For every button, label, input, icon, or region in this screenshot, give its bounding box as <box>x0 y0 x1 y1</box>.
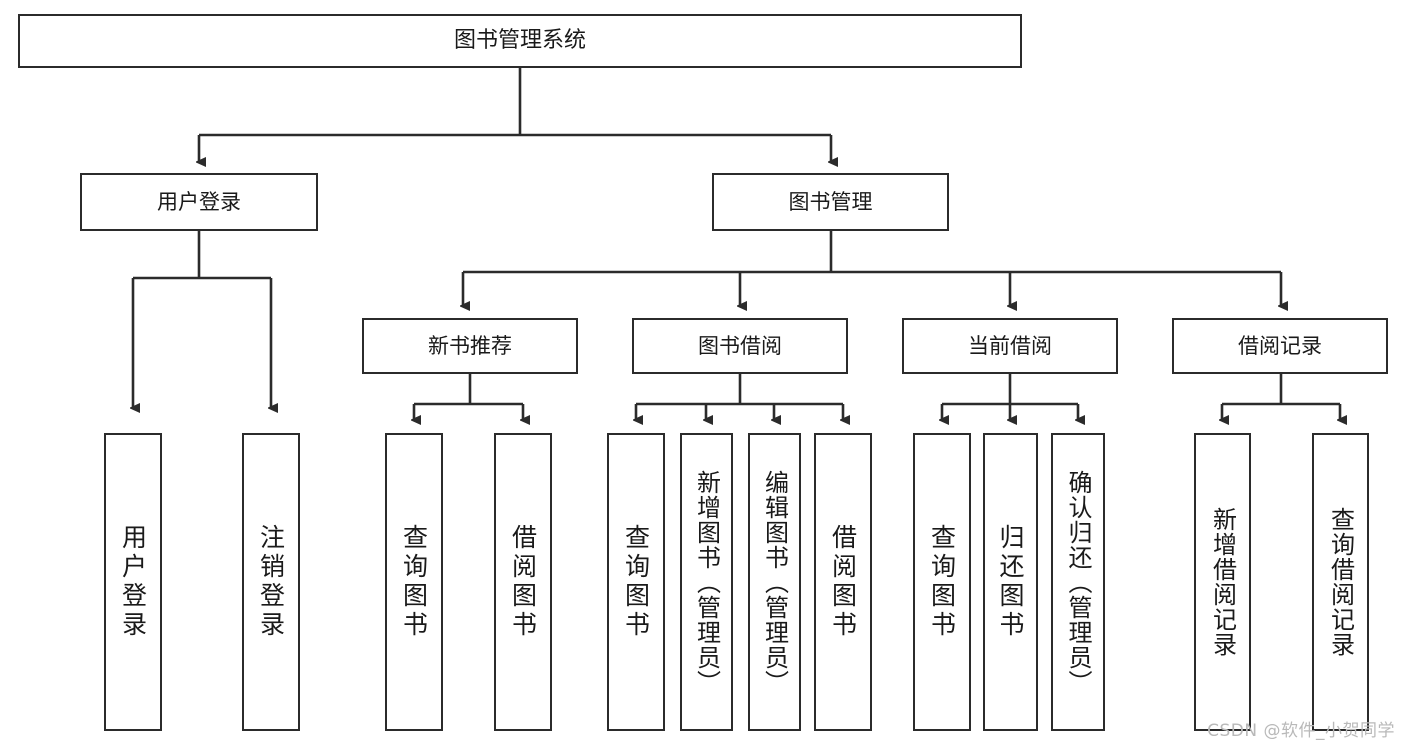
node-leaf-query-book-1-label: 查询图书 <box>399 524 429 640</box>
node-book-manage[interactable]: 图书管理 <box>712 173 949 231</box>
node-leaf-add-book[interactable]: 新增图书（管理员） <box>680 433 733 731</box>
node-leaf-add-book-label: 新增图书（管理员） <box>692 469 721 695</box>
node-leaf-query-book-3-label: 查询图书 <box>927 524 957 640</box>
node-leaf-query-book-2-label: 查询图书 <box>621 524 651 640</box>
node-borrow-record-label: 借阅记录 <box>1238 333 1322 358</box>
csdn-watermark: CSDN @软件_小贺同学 <box>1207 721 1395 741</box>
node-new-book-recommend[interactable]: 新书推荐 <box>362 318 578 374</box>
node-leaf-borrow-book-2[interactable]: 借阅图书 <box>814 433 872 731</box>
node-leaf-return-book[interactable]: 归还图书 <box>983 433 1038 731</box>
node-leaf-edit-book[interactable]: 编辑图书（管理员） <box>748 433 801 731</box>
node-root-label: 图书管理系统 <box>453 28 586 54</box>
node-leaf-user-login[interactable]: 用户登录 <box>104 433 162 731</box>
node-book-borrow[interactable]: 图书借阅 <box>632 318 848 374</box>
node-leaf-return-book-label: 归还图书 <box>996 524 1025 640</box>
node-leaf-logout[interactable]: 注销登录 <box>242 433 300 731</box>
node-user-login-label: 用户登录 <box>157 189 241 214</box>
node-book-manage-label: 图书管理 <box>788 189 873 214</box>
node-leaf-query-book-3[interactable]: 查询图书 <box>913 433 971 731</box>
node-leaf-query-record[interactable]: 查询借阅记录 <box>1312 433 1369 731</box>
node-leaf-user-login-label: 用户登录 <box>118 524 148 640</box>
node-borrow-record[interactable]: 借阅记录 <box>1172 318 1388 374</box>
node-leaf-confirm-return[interactable]: 确认归还（管理员） <box>1051 433 1105 731</box>
node-leaf-confirm-return-label: 确认归还（管理员） <box>1064 469 1092 695</box>
node-leaf-query-record-label: 查询借阅记录 <box>1326 507 1355 657</box>
node-root[interactable]: 图书管理系统 <box>18 14 1022 68</box>
node-current-borrow-label: 当前借阅 <box>968 333 1052 358</box>
node-leaf-add-record-label: 新增借阅记录 <box>1208 507 1237 657</box>
node-leaf-edit-book-label: 编辑图书（管理员） <box>760 469 789 695</box>
node-leaf-query-book-1[interactable]: 查询图书 <box>385 433 443 731</box>
node-leaf-borrow-book-2-label: 借阅图书 <box>828 524 858 640</box>
node-leaf-query-book-2[interactable]: 查询图书 <box>607 433 665 731</box>
node-current-borrow[interactable]: 当前借阅 <box>902 318 1118 374</box>
node-leaf-borrow-book-1-label: 借阅图书 <box>508 524 538 640</box>
node-new-book-recommend-label: 新书推荐 <box>428 333 512 358</box>
node-leaf-add-record[interactable]: 新增借阅记录 <box>1194 433 1251 731</box>
node-user-login[interactable]: 用户登录 <box>80 173 318 231</box>
node-book-borrow-label: 图书借阅 <box>698 333 782 358</box>
node-leaf-logout-label: 注销登录 <box>256 524 286 640</box>
node-leaf-borrow-book-1[interactable]: 借阅图书 <box>494 433 552 731</box>
